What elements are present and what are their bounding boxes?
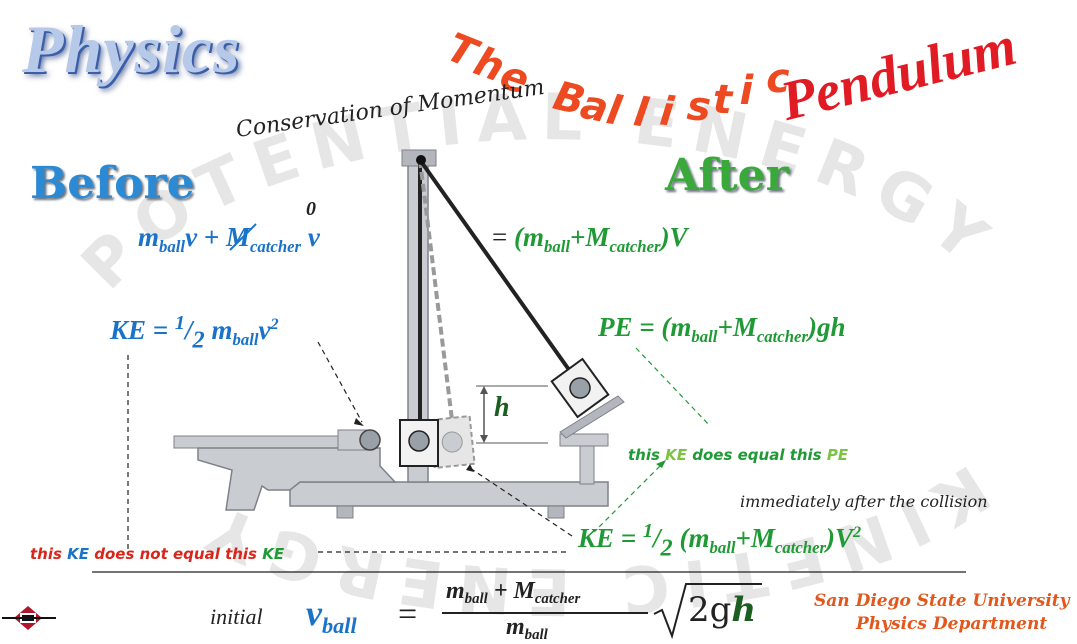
- before-label: Before: [30, 158, 195, 209]
- catch-shelf: [559, 433, 609, 447]
- pe-after-equation: PE = (mball+Mcatcher)gh: [598, 312, 846, 346]
- base-foot-left: [336, 505, 354, 519]
- pe-connector: [635, 347, 711, 427]
- catch-ramp: [559, 395, 625, 439]
- string-mid: [418, 159, 454, 421]
- catch-post: [579, 439, 595, 485]
- sqrt-sign-icon: [653, 583, 762, 640]
- ball-before: [359, 429, 381, 451]
- momentum-after-equation: = (mball+Mcatcher)V: [492, 222, 688, 256]
- base-foot-right: [547, 505, 565, 519]
- strike-icon: [229, 223, 257, 251]
- ke-pe-connector: [593, 465, 661, 533]
- sdsu-logo-icon: [2, 606, 56, 630]
- equals-sign: =: [398, 596, 418, 633]
- ballistic-letter: t: [712, 76, 733, 124]
- string-after: [418, 158, 574, 376]
- ballistic-letter: s: [684, 83, 712, 132]
- ke-not-equal-note: this KE does not equal this KE: [30, 545, 285, 563]
- gun-stock: [197, 447, 397, 511]
- fraction-denominator: mball: [506, 614, 548, 644]
- catcher-before-ball: [408, 430, 430, 452]
- height-label: h: [494, 392, 510, 423]
- v-ball-symbol: vball: [306, 593, 357, 638]
- initial-label: initial: [210, 604, 263, 629]
- ke-before-equation: KE = 1/2 mballv2: [110, 312, 279, 354]
- ballistic-letter: i: [739, 67, 754, 114]
- gun-barrel: [173, 435, 365, 449]
- sqrt-content: 2gh: [688, 590, 757, 630]
- ke-after-equation: KE = 1/2 (mball+Mcatcher)V2: [578, 520, 862, 562]
- ke-equals-pe-note: this KE does equal this PE: [628, 446, 849, 464]
- base-rail: [289, 481, 609, 507]
- university-name: San Diego State University: [814, 591, 1070, 611]
- immediately-after-note: immediately after the collision: [740, 492, 988, 511]
- fraction-numerator: mball + Mcatcher: [446, 578, 581, 608]
- watermark-top: POTENTIAL ENERGY: [68, 81, 1011, 304]
- ke-after-connector: [469, 467, 573, 537]
- zero-velocity-label: 0: [306, 198, 316, 220]
- pivot-point: [416, 155, 426, 165]
- fraction-bar: [442, 612, 648, 614]
- ke-before-connector: [317, 341, 363, 423]
- after-label: After: [665, 150, 789, 201]
- department-name: Physics Department: [856, 614, 1048, 634]
- catcher-after: [550, 357, 610, 419]
- physics-title: Physics: [22, 11, 241, 87]
